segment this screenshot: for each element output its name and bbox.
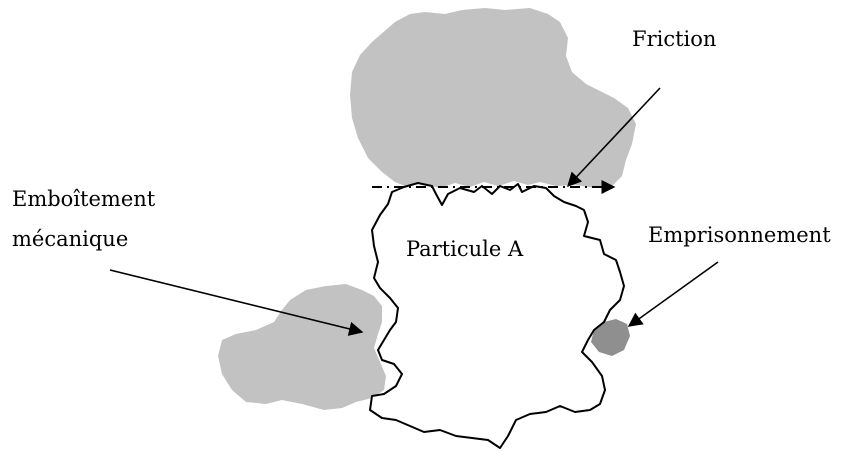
bottom-left-particle xyxy=(218,284,386,410)
label-friction: Friction xyxy=(632,27,716,51)
friction-leader-arrow xyxy=(567,87,661,188)
emprisonnement-leader-arrow xyxy=(627,261,719,327)
label-emboitement-line2: mécanique xyxy=(12,227,128,251)
trapped-particle xyxy=(591,319,630,356)
emboitement-leader-arrow xyxy=(109,269,364,336)
label-particle-a: Particule A xyxy=(406,237,524,261)
label-emprisonnement: Emprisonnement xyxy=(648,223,831,247)
label-emboitement-line1: Emboîtement xyxy=(12,187,156,211)
top-particle xyxy=(350,8,636,188)
particle-a-outline xyxy=(369,182,625,449)
